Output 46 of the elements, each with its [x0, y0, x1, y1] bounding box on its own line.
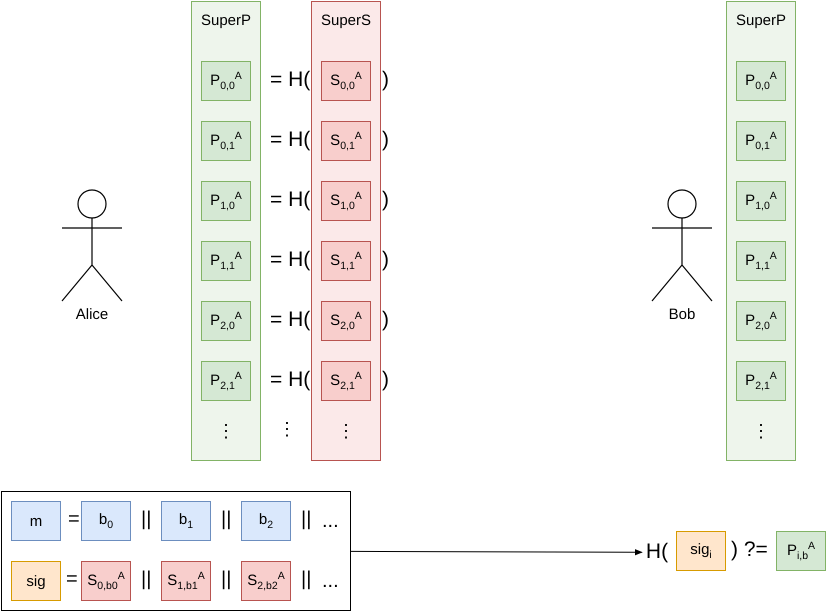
hash-equation: = H( — [270, 188, 310, 212]
column-heading: SuperP — [734, 12, 788, 29]
hash-equation: = H( — [270, 68, 310, 92]
arrow — [350, 549, 643, 556]
closing-paren: ) — [382, 68, 389, 92]
key-column — [726, 1, 796, 461]
closing-paren: ) — [382, 248, 389, 272]
hash-equation: = H( — [270, 128, 310, 152]
person-figure — [650, 188, 714, 304]
hash-equation: = H( — [270, 308, 310, 332]
signature-box: sig$_{i}$ — [676, 531, 726, 571]
key-column — [311, 1, 381, 461]
closing-paren: ) — [382, 188, 389, 212]
person-name: Bob — [668, 306, 696, 323]
concat-operator: || — [221, 568, 232, 591]
key-column — [191, 1, 261, 461]
equals-sign: = — [66, 568, 78, 591]
closing-paren: ) — [382, 128, 389, 152]
hash-text: H( — [642, 537, 672, 567]
bit-box: m — [11, 501, 61, 541]
message-panel — [1, 491, 351, 611]
bit-box: b$_{2}$ — [241, 501, 291, 541]
verify-operator: ) ?= — [731, 538, 768, 562]
bit-box: b$_{0}$ — [81, 501, 131, 541]
ellipsis: ⋮ — [278, 418, 296, 440]
signature-box: sig — [11, 561, 61, 601]
concat-operator: || — [141, 568, 152, 591]
concat-operator: || — [301, 508, 312, 531]
equals-sign: = — [68, 508, 80, 531]
person-figure — [60, 188, 124, 304]
ellipsis: ⋮ — [336, 420, 356, 442]
ellipsis: ⋮ — [216, 420, 236, 442]
ellipsis: ⋮ — [751, 420, 771, 442]
column-heading: SuperS — [320, 12, 372, 29]
closing-paren: ) — [382, 308, 389, 332]
ellipsis: ... — [322, 570, 339, 593]
closing-paren: ) — [382, 368, 389, 392]
concat-operator: || — [221, 508, 232, 531]
column-heading: SuperP — [200, 12, 252, 29]
ellipsis: ... — [322, 510, 339, 533]
person-name: Alice — [74, 306, 110, 323]
hash-equation: = H( — [270, 368, 310, 392]
bit-box: b$_{1}$ — [161, 501, 211, 541]
hash-equation: = H( — [270, 248, 310, 272]
concat-operator: || — [141, 508, 152, 531]
concat-operator: || — [301, 568, 312, 591]
